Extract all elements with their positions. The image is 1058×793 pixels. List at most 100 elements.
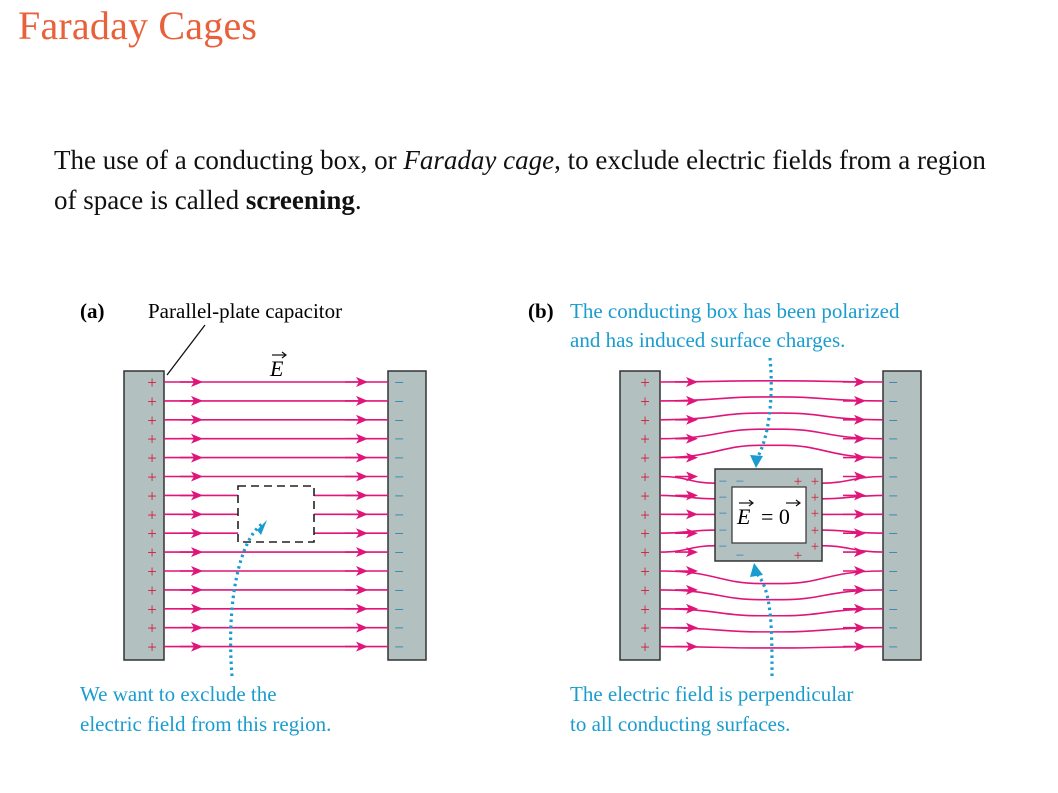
minus-charge-b-11: − [888, 581, 898, 600]
plus-charge-a-4: + [147, 449, 157, 468]
box-corner-minus-1: − [736, 548, 744, 564]
minus-charge-a-14: − [394, 638, 404, 657]
minus-charge-a-0: − [394, 373, 404, 392]
plus-charge-a-10: + [147, 562, 157, 581]
intro-text-3: . [354, 185, 362, 215]
plus-charges-b: +++++++++++++++ [640, 373, 650, 657]
box-minus-2: − [719, 506, 727, 522]
box-plus-4: + [811, 539, 819, 555]
plus-charge-b-10: + [640, 562, 650, 581]
positive-plate-a [123, 370, 165, 661]
plus-charge-b-4: + [640, 449, 650, 468]
field-lines-b [659, 377, 884, 652]
panel-b-caption-line1: The electric field is perpendicular [570, 682, 853, 706]
box-plus-2: + [811, 506, 819, 522]
minus-charge-b-12: − [888, 600, 898, 619]
intro-bold-term: screening [245, 185, 355, 215]
box-corner-plus-0: + [794, 474, 802, 490]
conducting-box-interior [731, 486, 807, 544]
minus-charges-a: −−−−−−−−−−−−−−− [394, 373, 404, 657]
minus-charge-a-10: − [394, 562, 404, 581]
field-line-b-4 [659, 444, 884, 459]
plus-charge-b-5: + [640, 468, 650, 487]
plus-charge-a-6: + [147, 486, 157, 505]
box-minus-3: − [719, 523, 727, 539]
panel-a-caption-line1: We want to exclude the [80, 682, 277, 706]
plus-charge-b-6: + [640, 486, 650, 505]
plus-charge-a-13: + [147, 619, 157, 638]
plus-charge-b-8: + [640, 524, 650, 543]
positive-plate-b [619, 370, 661, 661]
box-minus-4: − [719, 539, 727, 555]
callout-arrowhead-b-bottom [750, 563, 763, 577]
excluded-region-box [237, 485, 315, 543]
minus-charge-b-8: − [888, 524, 898, 543]
plus-charge-a-3: + [147, 430, 157, 449]
field-line-b-2 [659, 412, 884, 421]
callout-arrowhead-a [257, 520, 267, 535]
minus-charge-a-1: − [394, 392, 404, 411]
minus-charge-a-4: − [394, 449, 404, 468]
minus-charge-a-8: − [394, 524, 404, 543]
box-plus-0: + [811, 474, 819, 490]
minus-charge-b-0: − [888, 373, 898, 392]
inside-zero-label: = 0 [761, 504, 790, 529]
negative-plate-a [387, 370, 427, 661]
minus-charge-b-9: − [888, 543, 898, 562]
intro-text-1: The use of a conducting box, or [54, 145, 404, 175]
plus-charge-b-11: + [640, 581, 650, 600]
minus-charge-b-10: − [888, 562, 898, 581]
box-minus-1: − [719, 490, 727, 506]
box-minus-0: − [719, 474, 727, 490]
minus-charge-b-3: − [888, 430, 898, 449]
plus-charge-b-13: + [640, 619, 650, 638]
panel-b-heading-line1: The conducting box has been polarized [570, 299, 900, 323]
panel-b: (b) The conducting box has been polarize… [528, 299, 922, 736]
plus-charge-a-1: + [147, 392, 157, 411]
plus-charge-b-9: + [640, 543, 650, 562]
box-corner-plus-1: + [794, 548, 802, 564]
minus-charge-a-12: − [394, 600, 404, 619]
plus-charge-a-11: + [147, 581, 157, 600]
plus-charge-a-7: + [147, 505, 157, 524]
field-label-a: E [269, 356, 284, 381]
zero-vector-arrowhead [795, 499, 801, 507]
box-plus-1: + [811, 490, 819, 506]
plus-charge-b-1: + [640, 392, 650, 411]
minus-charge-b-6: − [888, 486, 898, 505]
callout-arrow-b-top [755, 357, 773, 459]
field-line-b-3 [659, 428, 884, 440]
minus-charge-b-5: − [888, 468, 898, 487]
plus-charge-b-2: + [640, 411, 650, 430]
minus-charge-a-2: − [394, 411, 404, 430]
plus-charge-a-5: + [147, 468, 157, 487]
plus-charges-a: +++++++++++++++ [147, 373, 157, 657]
minus-charge-b-1: − [888, 392, 898, 411]
panel-a: (a) Parallel-plate capacitor +++++++++++… [80, 299, 427, 736]
minus-charge-a-7: − [394, 505, 404, 524]
plus-charge-a-14: + [147, 638, 157, 657]
plus-charge-a-8: + [147, 524, 157, 543]
minus-charge-b-13: − [888, 619, 898, 638]
panel-a-tag: (a) [80, 299, 105, 323]
minus-charge-b-7: − [888, 505, 898, 524]
plus-charge-b-7: + [640, 505, 650, 524]
callout-arrowhead-b-top [750, 455, 763, 468]
plus-charge-a-2: + [147, 411, 157, 430]
negative-plate-b [882, 370, 922, 661]
field-lines-a [164, 377, 388, 652]
box-corner-minus-0: − [736, 474, 744, 490]
plus-charge-b-0: + [640, 373, 650, 392]
minus-charge-a-9: − [394, 543, 404, 562]
heading-pointer-line [166, 324, 206, 376]
panel-b-caption-line2: to all conducting surfaces. [570, 712, 790, 736]
field-line-b-11 [659, 589, 884, 601]
field-line-b-10 [659, 570, 884, 585]
panel-b-heading-line2: and has induced surface charges. [570, 328, 845, 352]
callout-arrow-b-bottom [755, 572, 774, 677]
minus-charge-a-6: − [394, 486, 404, 505]
plus-charge-a-0: + [147, 373, 157, 392]
plus-charge-b-14: + [640, 638, 650, 657]
minus-charge-b-14: − [888, 638, 898, 657]
